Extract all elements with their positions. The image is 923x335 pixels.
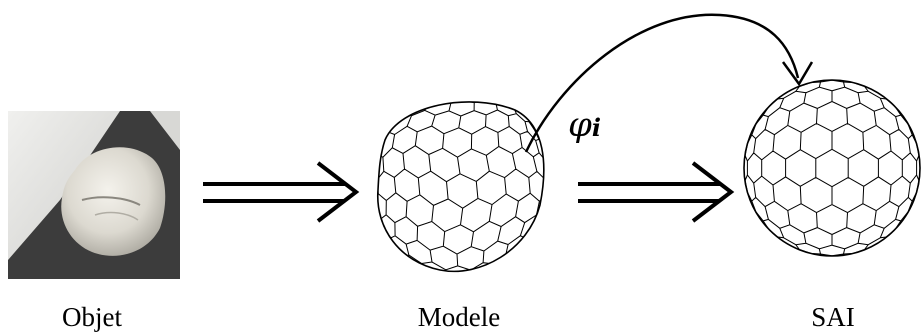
double-arrow-icon	[203, 163, 356, 221]
mesh-cells	[352, 79, 567, 301]
object-photo	[8, 111, 180, 279]
mapping-index: i	[592, 113, 601, 142]
mapping-symbol: φ	[568, 105, 592, 145]
mapping-label: φi	[568, 108, 601, 142]
mesh-cells	[728, 66, 923, 270]
caption-modele: Modele	[418, 302, 500, 333]
caption-sai: SAI	[811, 302, 855, 333]
double-arrow-icon	[578, 163, 731, 221]
spherical-hex-mesh-icon	[728, 66, 923, 270]
deformed-hex-mesh-icon	[352, 79, 567, 301]
caption-objet: Objet	[62, 302, 122, 333]
